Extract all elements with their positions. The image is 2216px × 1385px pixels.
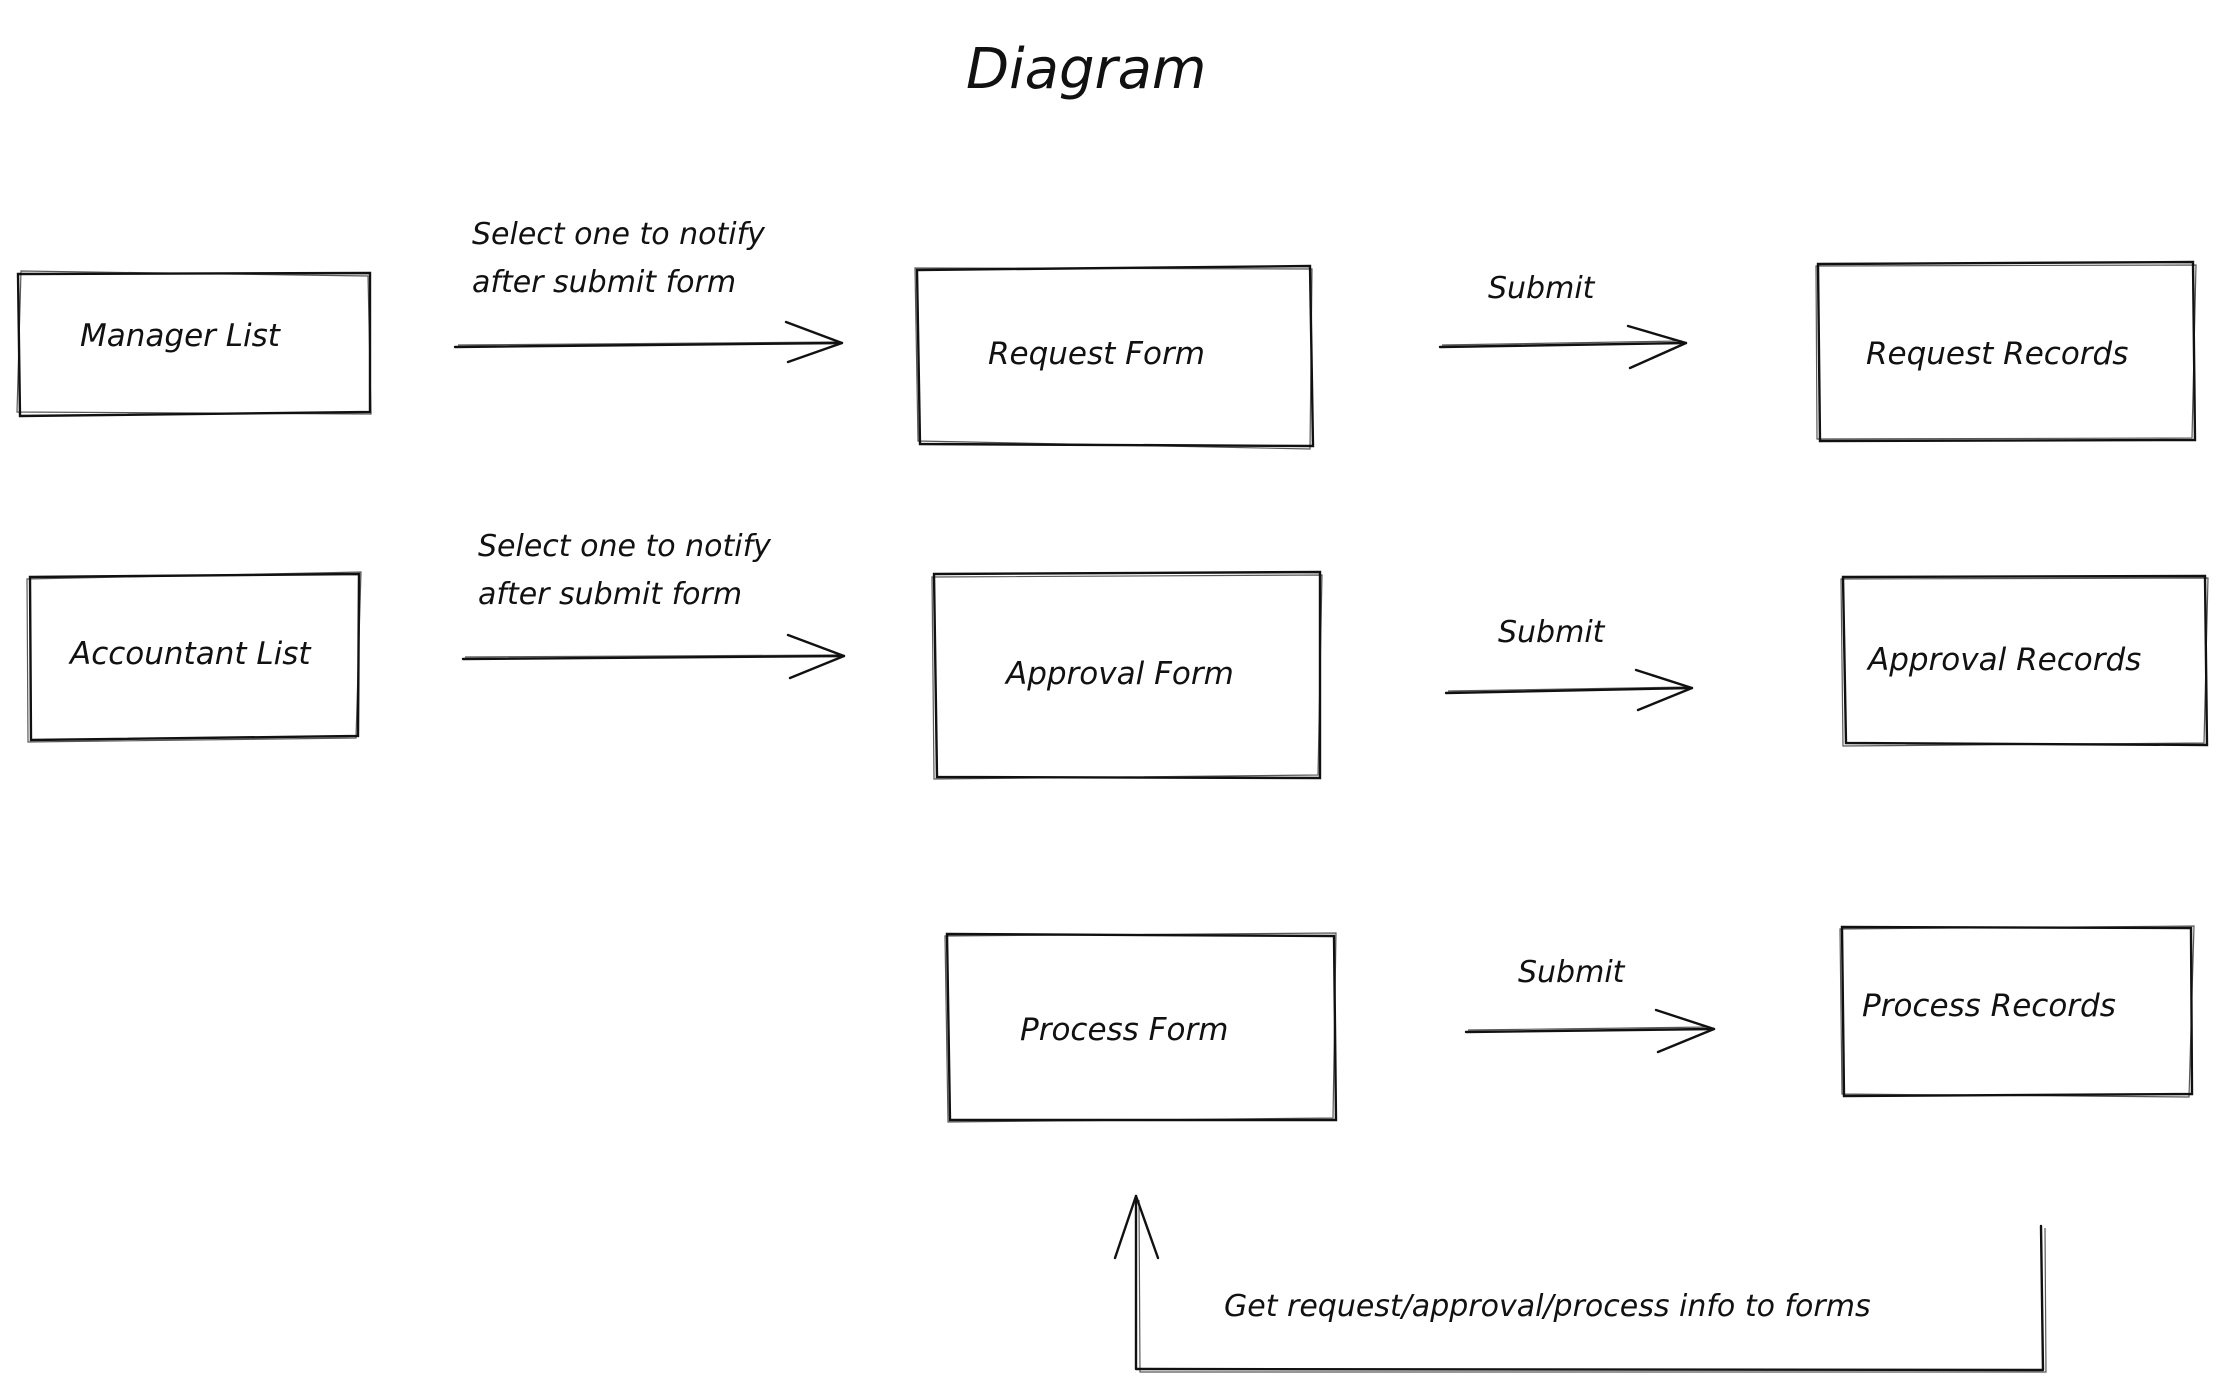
process-form-label: Process Form [1020, 1012, 1228, 1048]
process-form-node: Process Form [944, 932, 1338, 1123]
manager-to-request-label-line2: after submit form [472, 265, 736, 300]
request-submit-edge: Submit [1438, 271, 1688, 370]
request-submit-label: Submit [1488, 271, 1596, 306]
process-submit-label: Submit [1518, 955, 1626, 990]
manager-list-node: Manager List [16, 270, 372, 418]
approval-form-label: Approval Form [1004, 656, 1234, 692]
approval-submit-label: Submit [1498, 615, 1606, 650]
accountant-list-node: Accountant List [26, 571, 362, 743]
accountant-to-approval-edge: Select one to notify after submit form [461, 529, 846, 680]
request-records-node: Request Records [1815, 260, 2197, 443]
diagram-title: Diagram [966, 37, 1206, 102]
records-to-forms-edge: Get request/approval/process info to for… [1113, 1194, 2047, 1373]
process-submit-edge: Submit [1464, 955, 1716, 1054]
accountant-to-approval-label-line2: after submit form [478, 577, 742, 612]
approval-records-node: Approval Records [1840, 574, 2209, 747]
process-records-node: Process Records [1839, 925, 2195, 1098]
accountant-to-approval-label-line1: Select one to notify [478, 529, 772, 564]
accountant-list-label: Accountant List [68, 636, 312, 672]
records-to-forms-label: Get request/approval/process info to for… [1224, 1289, 1871, 1324]
request-records-label: Request Records [1866, 336, 2128, 372]
approval-records-label: Approval Records [1866, 642, 2141, 678]
manager-to-request-label-line1: Select one to notify [472, 217, 766, 252]
request-form-node: Request Form [914, 264, 1315, 450]
manager-list-label: Manager List [80, 318, 282, 354]
process-records-label: Process Records [1862, 988, 2116, 1024]
request-form-label: Request Form [988, 336, 1205, 372]
approval-form-node: Approval Form [931, 570, 1323, 780]
approval-submit-edge: Submit [1444, 615, 1694, 712]
manager-to-request-edge: Select one to notify after submit form [453, 217, 844, 364]
